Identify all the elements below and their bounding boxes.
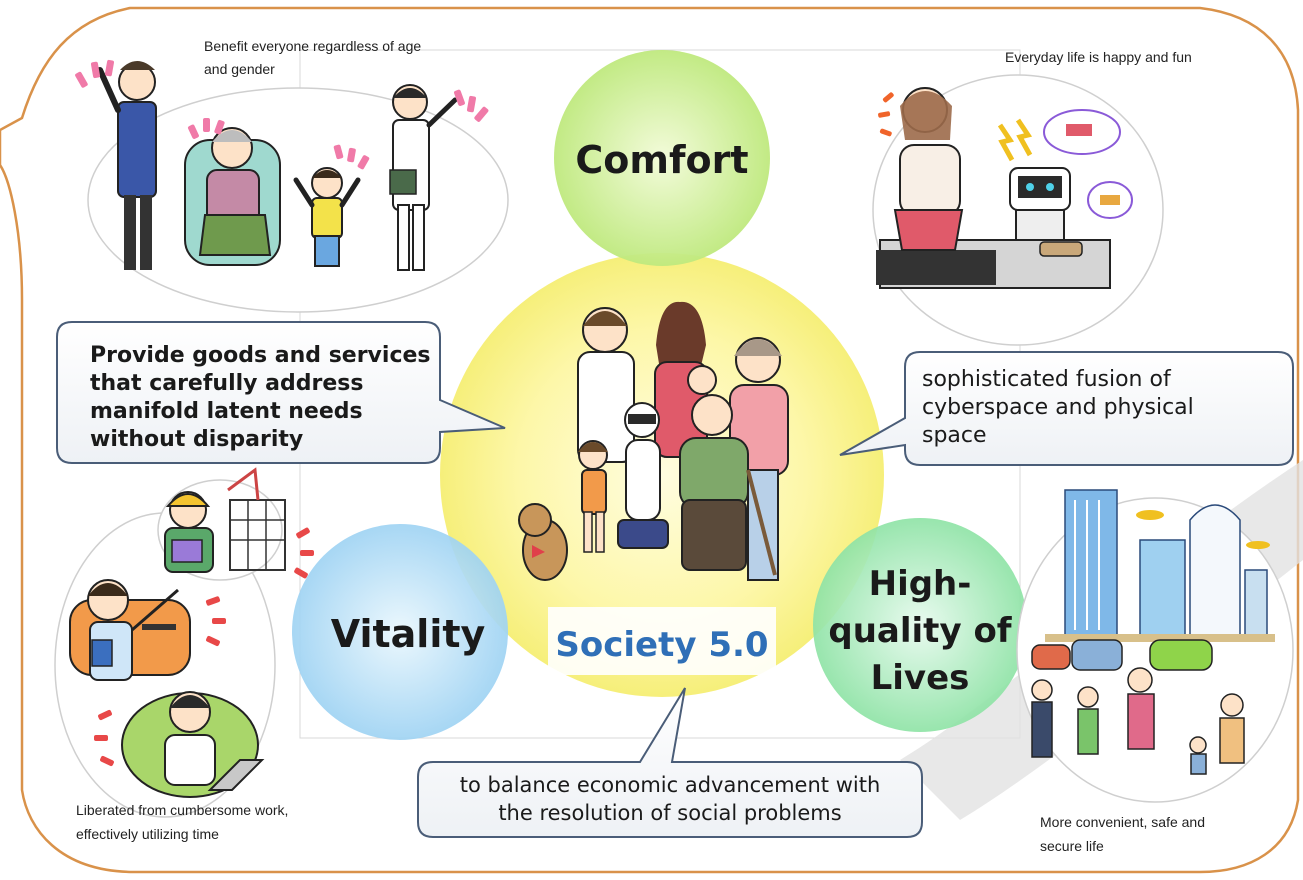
convenient-caption-1: More convenient, safe and [1040, 814, 1205, 830]
goods-callout: Provide goods and services that carefull… [56, 321, 506, 464]
goods-line-4: without disparity [90, 427, 303, 452]
comfort-label: Comfort [575, 138, 748, 182]
society-title: Society 5.0 [555, 625, 768, 665]
quality-circle [813, 518, 1027, 732]
liberated-caption-1: Liberated from cumbersome work, [76, 802, 288, 818]
quality-label-line2: quality of [828, 611, 1012, 651]
convenient-caption-2: secure life [1040, 838, 1104, 854]
smart-city-illustration [1016, 489, 1294, 803]
balance-callout: to balance economic advancement with the… [417, 687, 923, 838]
benefit-caption-1: Benefit everyone regardless of age [204, 38, 421, 54]
family-with-robot-illustration [518, 301, 789, 581]
goods-line-2: that carefully address [90, 371, 363, 396]
quality-label-line3: Lives [871, 658, 970, 698]
society-box [548, 607, 776, 675]
cooking-with-robot-illustration [872, 74, 1164, 346]
goods-line-1: Provide goods and services [90, 343, 431, 368]
benefit-caption-2: and gender [204, 61, 275, 77]
everyday-caption: Everyday life is happy and fun [1005, 49, 1192, 65]
fusion-callout: sophisticated fusion of cyberspace and p… [839, 351, 1294, 466]
balance-line-1: to balance economic advancement with [460, 773, 881, 797]
remote-workers-illustration [54, 467, 314, 818]
vitality-label: Vitality [331, 612, 486, 656]
liberated-caption-2: effectively utilizing time [76, 826, 219, 842]
goods-line-3: manifold latent needs [90, 399, 363, 424]
people-group-illustration [75, 59, 509, 313]
fusion-line-1: sophisticated fusion of [922, 367, 1172, 392]
fusion-line-3: space [922, 423, 987, 448]
quality-label-line1: High- [869, 564, 972, 604]
balance-line-2: the resolution of social problems [498, 801, 841, 825]
comfort-circle [554, 50, 770, 266]
fusion-line-2: cyberspace and physical [922, 395, 1194, 420]
vitality-circle [292, 524, 508, 740]
outer-frame [0, 6, 1300, 874]
